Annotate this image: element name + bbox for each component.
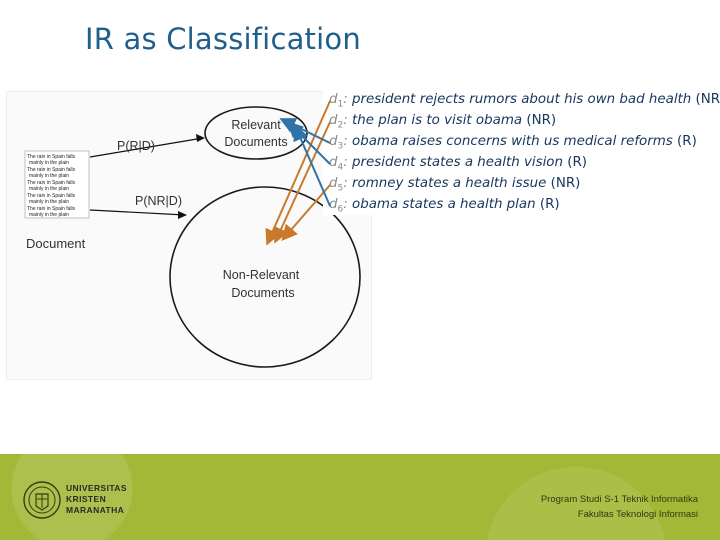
document-line: The rain in Spain falls: [27, 154, 76, 160]
list-item: d6: obama states a health plan (R): [329, 195, 560, 215]
list-item: d5: romney states a health issue (NR): [329, 174, 580, 194]
document-icon: [24, 150, 90, 219]
list-item: d3: obama raises concerns with us medica…: [329, 132, 697, 152]
university-logo-icon: [23, 481, 61, 519]
arrow-to-nonrelevant: [89, 209, 186, 216]
program-info: Program Studi S-1 Teknik Informatika Fak…: [541, 492, 698, 522]
doc-tag: (NR): [695, 92, 720, 107]
footer-pattern: [0, 454, 720, 540]
list-item: d2: the plan is to visit obama (NR): [329, 111, 556, 131]
document-line: mainly in the plain: [29, 160, 69, 166]
nonrelevant-label-1: Non-Relevant: [223, 268, 300, 282]
relevant-label-1: Relevant: [231, 118, 281, 132]
university-line-1: UNIVERSITAS: [66, 483, 127, 493]
doc-text: president states a health vision: [352, 155, 563, 170]
document-line: mainly in the plain: [29, 186, 69, 192]
doc-text: obama raises concerns with us medical re…: [352, 134, 673, 149]
doc-text: romney states a health issue: [352, 176, 547, 191]
nonrelevant-documents-ellipse: [169, 186, 361, 368]
document-list: d1: president rejects rumors about his o…: [323, 88, 720, 215]
doc-tag: (R): [539, 197, 560, 212]
doc-id: d3:: [329, 134, 348, 152]
prob-nonrelevant-label: P(NR|D): [135, 194, 182, 208]
document-line: The rain in Spain falls: [27, 193, 76, 199]
arrow-to-relevant-head: [196, 134, 205, 142]
doc-id: d1:: [329, 92, 348, 110]
doc-text: president rejects rumors about his own b…: [352, 92, 692, 107]
program-line-2: Fakultas Teknologi Informasi: [577, 509, 698, 520]
prob-relevant-label: P(R|D): [117, 139, 155, 153]
list-item: d4: president states a health vision (R): [329, 153, 587, 173]
doc-id: d2:: [329, 113, 348, 131]
footer: [0, 454, 720, 540]
slide-title: IR as Classification: [85, 22, 361, 56]
nonrelevant-label-2: Documents: [231, 286, 294, 300]
doc-tag: (R): [677, 134, 697, 149]
document-icon-text: The rain in Spain falls mainly in the pl…: [27, 154, 76, 218]
document-line: The rain in Spain falls: [27, 206, 76, 212]
doc-id: d6:: [329, 197, 348, 215]
document-line: mainly in the plain: [29, 212, 69, 218]
document-line: The rain in Spain falls: [27, 167, 76, 173]
doc-text: the plan is to visit obama: [352, 113, 523, 128]
document-line: mainly in the plain: [29, 199, 69, 205]
arrow-to-relevant: [89, 137, 204, 158]
relevant-documents-ellipse: [204, 106, 308, 160]
university-line-3: MARANATHA: [66, 505, 125, 515]
list-item: d1: president rejects rumors about his o…: [329, 90, 720, 110]
doc-tag: (R): [567, 155, 588, 170]
arrow-to-nonrelevant-head: [178, 211, 187, 219]
doc-text: obama states a health plan: [352, 197, 536, 212]
doc-tag: (NR): [550, 176, 581, 191]
document-label: Document: [26, 236, 86, 251]
relevant-label-2: Documents: [224, 135, 287, 149]
doc-tag: (NR): [526, 113, 557, 128]
doc-id: d4:: [329, 155, 348, 173]
program-line-1: Program Studi S-1 Teknik Informatika: [540, 494, 698, 505]
classification-diagram: Relevant Documents Non-Relevant Document…: [24, 106, 361, 368]
classification-figure: Relevant Documents Non-Relevant Document…: [6, 91, 372, 380]
document-line: mainly in the plain: [29, 173, 69, 179]
doc-id: d5:: [329, 176, 348, 194]
university-name: UNIVERSITAS KRISTEN MARANATHA: [66, 483, 127, 516]
university-line-2: KRISTEN: [66, 494, 107, 504]
document-line: The rain in Spain falls: [27, 180, 76, 186]
